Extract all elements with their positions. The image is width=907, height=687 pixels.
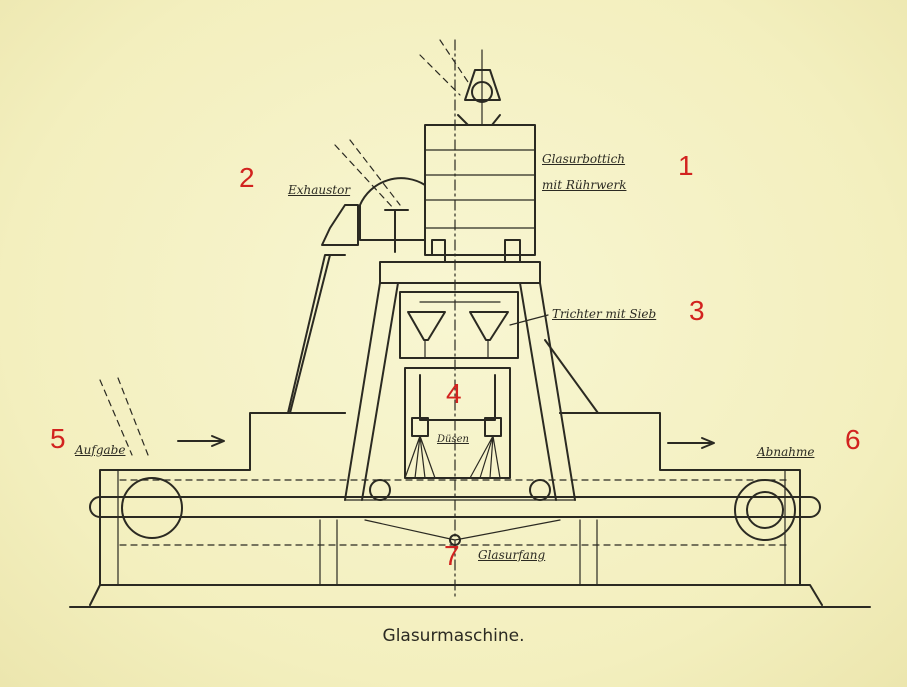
callout-3: 3 [689, 295, 705, 326]
callout-6: 6 [845, 424, 861, 455]
exhauster [289, 139, 426, 414]
callout-5: 5 [50, 423, 66, 454]
funnel-box [399, 291, 519, 359]
label-takeoff: Abnahme [757, 445, 815, 459]
label-exhauster: Exhaustor [288, 183, 351, 197]
label-feed: Aufgabe [75, 443, 126, 457]
machine-base [69, 412, 871, 608]
label-agitator: mit Rührwerk [542, 178, 627, 192]
callout-4: 4 [446, 378, 462, 409]
label-funnel-sieve: Trichter mit Sieb [552, 307, 657, 321]
tower-frame [287, 254, 599, 501]
nozzle-box [404, 367, 511, 479]
label-glazing-tank: Glasurbottich [542, 152, 626, 166]
callout-2: 2 [239, 162, 255, 193]
center-axis-and-arrows [99, 39, 715, 601]
glazing-tank [419, 39, 536, 263]
figure-caption: Glasurmaschine. [382, 626, 525, 646]
label-nozzles: Düsen [437, 434, 469, 445]
callout-7: 7 [444, 540, 460, 571]
label-glaze-catch: Glasurfang [478, 548, 546, 562]
callout-1: 1 [678, 150, 694, 181]
